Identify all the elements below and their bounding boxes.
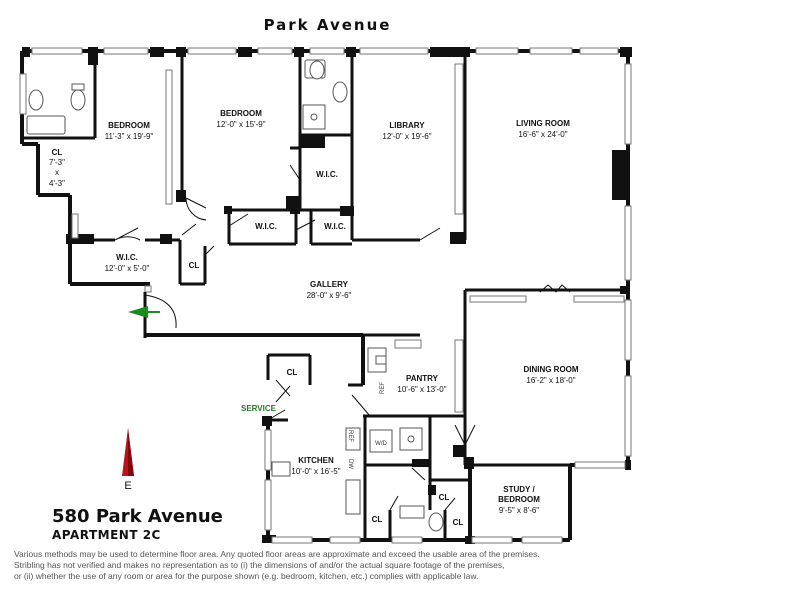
fixtures	[26, 59, 444, 532]
kitchen-dim: 10'-0" x 16'-5"	[291, 467, 340, 476]
bedroom2-dim: 12'-0" x 15'-9"	[216, 120, 265, 129]
study-name1: STUDY /	[503, 485, 535, 494]
cl1-l1: CL	[52, 148, 63, 157]
wic-c-label: W.I.C.	[324, 222, 346, 231]
study-dim: 9'-5" x 8'-6"	[499, 506, 539, 515]
pantry-dim: 10'-6" x 13'-0"	[397, 385, 446, 394]
bedroom1-dim: 11'-3" x 19'-9"	[105, 132, 154, 141]
dining-dim: 16'-2" x 18'-0"	[526, 376, 575, 385]
cl4-label: CL	[439, 493, 450, 502]
bedroom2-name: BEDROOM	[220, 109, 262, 118]
service-label: SERVICE	[241, 404, 277, 413]
wic-main-dim: 12'-0" x 5'-0"	[105, 264, 150, 273]
gallery-name: GALLERY	[310, 280, 349, 289]
street-name: Park Avenue	[263, 16, 392, 34]
dw-label: DW	[347, 459, 353, 469]
closet-shelves	[165, 63, 625, 413]
windows	[19, 47, 632, 544]
ref1-label: REF	[380, 382, 386, 394]
ref2-label: REF	[347, 430, 353, 442]
cl5-label: CL	[372, 515, 383, 524]
pantry-name: PANTRY	[406, 374, 439, 383]
cl1-l3: x	[55, 168, 59, 177]
cl2-label: CL	[189, 261, 200, 270]
library-name: LIBRARY	[389, 121, 425, 130]
wall-piers	[22, 47, 632, 544]
gallery-dim: 28'-0" x 9'-6"	[307, 291, 352, 300]
cl1-l2: 7'-3"	[49, 158, 65, 167]
cl3-label: CL	[287, 368, 298, 377]
wic-main-name: W.I.C.	[116, 253, 138, 262]
address-title: 580 Park Avenue	[52, 506, 223, 527]
doors	[114, 164, 571, 511]
living-dim: 16'-6" x 24'-0"	[518, 130, 567, 139]
wic-a-label: W.I.C.	[316, 170, 338, 179]
cl1-l4: 4'-3"	[49, 179, 65, 188]
disclaimer-line-3: or (ii) whether the use of any room or a…	[14, 571, 479, 581]
compass	[122, 428, 134, 476]
compass-label: E	[124, 480, 131, 492]
appliance-labels: REF REF DW W/D	[347, 382, 387, 470]
disclaimer-line-2: Stribling has not verified and makes no …	[14, 560, 505, 570]
wic-b-label: W.I.C.	[255, 222, 277, 231]
wd-label: W/D	[375, 441, 387, 447]
bedroom1-name: BEDROOM	[108, 121, 150, 130]
library-dim: 12'-0" x 19'-6"	[382, 132, 431, 141]
disclaimer: Various methods may be used to determine…	[14, 549, 614, 582]
dining-name: DINING ROOM	[523, 365, 578, 374]
cl6-label: CL	[453, 518, 464, 527]
apartment-subtitle: APARTMENT 2C	[52, 528, 161, 542]
room-labels: BEDROOM 11'-3" x 19'-9" BEDROOM 12'-0" x…	[49, 109, 579, 527]
study-name2: BEDROOM	[498, 495, 540, 504]
entry-arrow	[128, 306, 160, 318]
living-name: LIVING ROOM	[516, 119, 570, 128]
disclaimer-line-1: Various methods may be used to determine…	[14, 549, 540, 559]
kitchen-name: KITCHEN	[298, 456, 334, 465]
